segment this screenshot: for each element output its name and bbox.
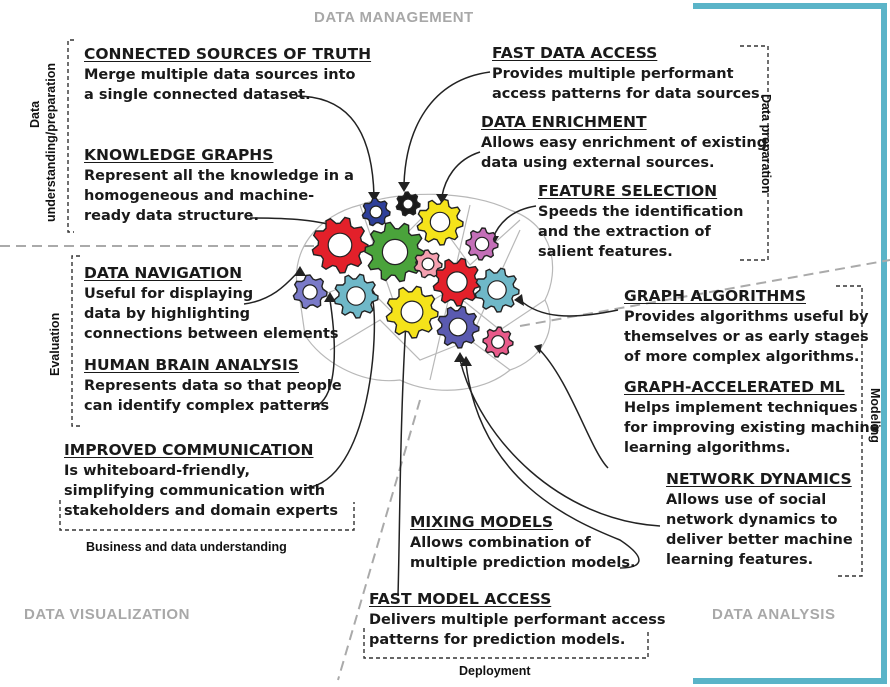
gear-hub bbox=[346, 286, 366, 306]
gear-icon bbox=[333, 273, 379, 319]
gear-hub bbox=[400, 300, 424, 324]
phase-deployment: Deployment bbox=[459, 664, 531, 678]
phase-brackets bbox=[59, 39, 863, 659]
feature-network-dynamics: NETWORK DYNAMICS Allows use of social ne… bbox=[666, 470, 853, 570]
gear-icon bbox=[311, 216, 369, 274]
gear-icon bbox=[474, 267, 520, 313]
phase-data-understanding-line2: understanding/preparation bbox=[44, 62, 58, 222]
feature-feature-selection: FEATURE SELECTION Speeds the identificat… bbox=[538, 182, 743, 262]
gear-hub bbox=[429, 211, 451, 233]
gear-icon bbox=[465, 227, 499, 261]
gear-hub bbox=[491, 335, 505, 349]
gear-cluster bbox=[292, 191, 520, 358]
section-data-analysis: DATA ANALYSIS bbox=[712, 606, 836, 623]
gear-hub bbox=[448, 317, 468, 337]
feature-title: MIXING MODELS bbox=[410, 513, 554, 531]
gear-icon bbox=[413, 249, 443, 279]
feature-title: KNOWLEDGE GRAPHS bbox=[84, 146, 274, 164]
phase-data-understanding: Data bbox=[28, 101, 42, 128]
feature-body: Allows easy enrichment of existing data … bbox=[481, 135, 768, 171]
gear-icon bbox=[432, 257, 482, 307]
phase-business-understanding: Business and data understanding bbox=[86, 540, 287, 554]
gear-hub bbox=[381, 238, 409, 266]
feature-title: HUMAN BRAIN ANALYSIS bbox=[84, 356, 299, 374]
gear-hub bbox=[474, 236, 490, 252]
gear-hub bbox=[421, 257, 435, 271]
feature-body: Useful for displaying data by highlighti… bbox=[84, 286, 339, 342]
feature-title: CONNECTED SOURCES OF TRUTH bbox=[84, 45, 372, 63]
feature-graph-accelerated-ml: GRAPH-ACCELERATED ML Helps implement tec… bbox=[624, 378, 880, 458]
feature-mixing-models: MIXING MODELS Allows combination of mult… bbox=[410, 513, 635, 573]
feature-knowledge-graphs: KNOWLEDGE GRAPHS Represent all the knowl… bbox=[84, 146, 354, 226]
feature-data-navigation: DATA NAVIGATION Useful for displaying da… bbox=[84, 264, 339, 344]
divider-right bbox=[519, 259, 890, 327]
section-data-visualization: DATA VISUALIZATION bbox=[24, 606, 190, 623]
phase-evaluation: Evaluation bbox=[48, 312, 62, 376]
feature-title: GRAPH-ACCELERATED ML bbox=[624, 378, 845, 396]
gear-icon bbox=[361, 197, 391, 227]
feature-title: IMPROVED COMMUNICATION bbox=[64, 441, 314, 459]
gear-hub bbox=[446, 271, 468, 293]
feature-title: GRAPH ALGORITHMS bbox=[624, 287, 806, 305]
gear-icon bbox=[395, 191, 421, 217]
phase-data-understanding-line1: Data bbox=[28, 100, 42, 128]
feature-title: FAST DATA ACCESS bbox=[492, 44, 658, 62]
feature-body: Provides multiple performant access patt… bbox=[492, 66, 766, 102]
feature-improved-communication: IMPROVED COMMUNICATION Is whiteboard-fri… bbox=[64, 441, 338, 521]
feature-title: FAST MODEL ACCESS bbox=[369, 590, 552, 608]
gear-hub bbox=[487, 280, 507, 300]
feature-title: FEATURE SELECTION bbox=[538, 182, 718, 200]
feature-graph-algorithms: GRAPH ALGORITHMS Provides algorithms use… bbox=[624, 287, 869, 367]
feature-title: NETWORK DYNAMICS bbox=[666, 470, 852, 488]
gear-icon bbox=[482, 326, 514, 358]
feature-connected-sources: CONNECTED SOURCES OF TRUTH Merge multipl… bbox=[84, 45, 371, 105]
feature-body: Allows use of social network dynamics to… bbox=[666, 492, 853, 568]
feature-body: Allows combination of multiple predictio… bbox=[410, 535, 636, 571]
feature-body: Speeds the identification and the extrac… bbox=[538, 204, 744, 260]
feature-data-enrichment: DATA ENRICHMENT Allows easy enrichment o… bbox=[481, 113, 767, 173]
feature-fast-model-access: FAST MODEL ACCESS Delivers multiple perf… bbox=[369, 590, 666, 650]
feature-body: Represent all the knowledge in a homogen… bbox=[84, 168, 354, 224]
gear-hub bbox=[302, 284, 318, 300]
gear-icon bbox=[436, 305, 480, 349]
gear-icon bbox=[385, 285, 439, 339]
feature-title: DATA ENRICHMENT bbox=[481, 113, 647, 131]
gear-icon bbox=[416, 198, 464, 246]
feature-fast-data-access: FAST DATA ACCESS Provides multiple perfo… bbox=[492, 44, 765, 104]
connector-arrows bbox=[243, 71, 661, 597]
feature-body: Helps implement techniques for improving… bbox=[624, 400, 880, 456]
gear-icon bbox=[364, 221, 426, 283]
section-data-management: DATA MANAGEMENT bbox=[314, 9, 474, 26]
feature-body: Represents data so that people can ident… bbox=[84, 378, 342, 414]
feature-body: Is whiteboard-friendly, simplifying comm… bbox=[64, 463, 338, 519]
divider-bottom bbox=[337, 399, 421, 681]
gear-hub bbox=[402, 198, 414, 210]
gear-hub bbox=[369, 205, 383, 219]
feature-human-brain-analysis: HUMAN BRAIN ANALYSIS Represents data so … bbox=[84, 356, 342, 416]
feature-body: Merge multiple data sources into a singl… bbox=[84, 67, 356, 103]
frame-border bbox=[693, 3, 887, 684]
feature-title: DATA NAVIGATION bbox=[84, 264, 243, 282]
feature-body: Delivers multiple performant access patt… bbox=[369, 612, 666, 648]
gear-icon bbox=[292, 274, 328, 310]
gear-hub bbox=[327, 232, 353, 258]
feature-body: Provides algorithms useful by themselves… bbox=[624, 309, 869, 365]
